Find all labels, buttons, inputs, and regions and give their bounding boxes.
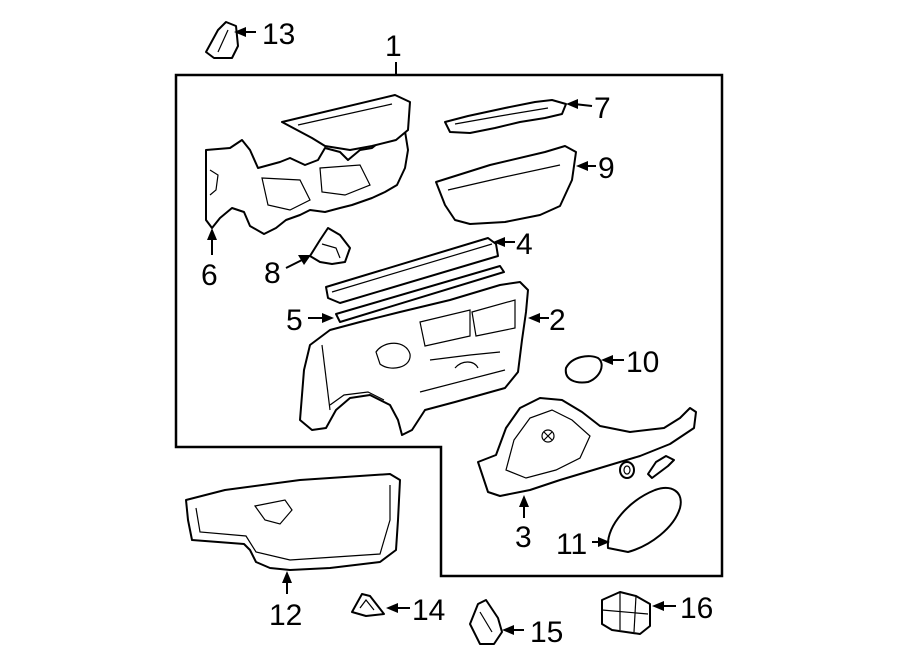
callout-15: 15 bbox=[502, 616, 563, 649]
svg-text:7: 7 bbox=[594, 92, 611, 125]
svg-text:3: 3 bbox=[515, 521, 532, 554]
svg-text:14: 14 bbox=[412, 594, 445, 627]
callout-7: 7 bbox=[566, 92, 611, 125]
callout-1: 1 bbox=[385, 30, 402, 75]
callout-13: 13 bbox=[234, 18, 295, 51]
callout-11: 11 bbox=[556, 528, 610, 561]
callout-10: 10 bbox=[601, 346, 659, 379]
svg-text:13: 13 bbox=[262, 18, 295, 51]
svg-text:11: 11 bbox=[556, 528, 587, 561]
part-9-armrest bbox=[435, 145, 577, 225]
callout-2: 2 bbox=[528, 304, 566, 337]
part-6-insulator bbox=[205, 124, 409, 235]
part-12-insulator bbox=[185, 473, 401, 571]
callout-3: 3 bbox=[515, 495, 532, 554]
svg-text:4: 4 bbox=[516, 228, 533, 261]
callout-6: 6 bbox=[201, 228, 218, 292]
svg-text:5: 5 bbox=[286, 304, 303, 337]
callout-4: 4 bbox=[493, 228, 533, 261]
part-3-hook bbox=[647, 455, 675, 479]
part-4-weatherstrip bbox=[325, 237, 499, 304]
callout-8: 8 bbox=[264, 255, 311, 290]
callout-9: 9 bbox=[576, 152, 615, 185]
part-5-weatherstrip bbox=[335, 265, 505, 323]
callout-14: 14 bbox=[386, 594, 445, 627]
callout-16: 16 bbox=[652, 592, 713, 625]
part-10-cover bbox=[564, 355, 603, 384]
part-16-retainer bbox=[601, 591, 651, 635]
svg-text:12: 12 bbox=[269, 599, 302, 632]
svg-text:9: 9 bbox=[598, 152, 615, 185]
svg-text:8: 8 bbox=[264, 257, 281, 290]
part-6-upper-flap bbox=[281, 94, 411, 151]
callout-12: 12 bbox=[269, 571, 302, 632]
callout-5: 5 bbox=[286, 304, 334, 337]
part-3-lower-trim bbox=[477, 397, 697, 497]
part-3-clip bbox=[619, 461, 635, 479]
svg-text:15: 15 bbox=[530, 616, 563, 649]
svg-text:16: 16 bbox=[680, 592, 713, 625]
part-13-cap bbox=[205, 21, 239, 59]
part-11-lens bbox=[606, 487, 682, 553]
part-14-cap bbox=[351, 593, 385, 617]
svg-text:1: 1 bbox=[385, 30, 402, 63]
assembly-boundary bbox=[174, 73, 724, 578]
part-8-bracket bbox=[309, 227, 351, 265]
part-7-handle bbox=[444, 99, 567, 134]
svg-text:2: 2 bbox=[549, 304, 566, 337]
part-2-quarter-trim bbox=[299, 281, 529, 436]
svg-text:6: 6 bbox=[201, 259, 218, 292]
part-15-trim bbox=[469, 599, 503, 645]
svg-text:10: 10 bbox=[626, 346, 659, 379]
